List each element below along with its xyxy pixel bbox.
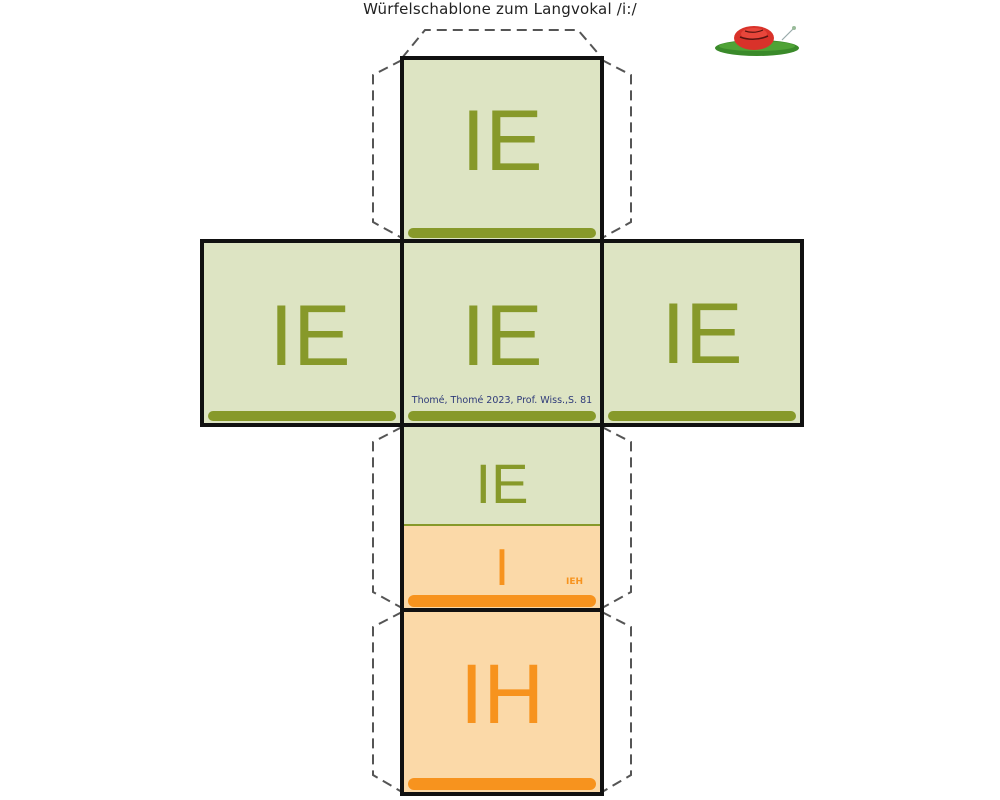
cube-face-bottom: IH — [400, 608, 604, 796]
face-bottom-underline — [408, 778, 596, 790]
face-lower-lower-label: I — [494, 539, 510, 597]
snail-icon — [715, 26, 799, 56]
cube-face-center: IE Thomé, Thomé 2023, Prof. Wiss.,S. 81 — [400, 239, 604, 427]
cube-face-top: IE — [400, 56, 604, 244]
face-lower-lower-half: I IEH — [404, 526, 600, 608]
credit-text: Thomé, Thomé 2023, Prof. Wiss.,S. 81 — [411, 395, 593, 406]
face-right-underline — [608, 411, 796, 421]
face-top-label: IE — [461, 93, 543, 189]
face-center-label: IE — [461, 288, 543, 384]
face-center-underline — [408, 411, 596, 421]
face-lower-upper-label: IE — [475, 452, 529, 515]
glue-tab-top-right — [601, 59, 632, 239]
cube-face-right: IE — [600, 239, 804, 427]
face-lower-divider — [404, 524, 600, 526]
cube-face-left: IE — [200, 239, 404, 427]
face-lower-small-label: IEH — [566, 577, 584, 587]
face-left-label: IE — [269, 288, 351, 384]
glue-tab-top-left — [372, 59, 403, 239]
face-bottom-label: IH — [460, 647, 544, 741]
glue-tab-bottom-right — [601, 611, 632, 793]
glue-tab-bottom-left — [372, 611, 403, 793]
face-right-label: IE — [661, 286, 743, 382]
face-lower-upper-half: IE — [404, 427, 600, 525]
face-lower-underline — [408, 595, 596, 607]
cube-face-lower: IE I IEH — [400, 423, 604, 612]
page-title: Würfelschablone zum Langvokal /i:/ — [363, 0, 637, 18]
glue-tab-top — [401, 29, 603, 59]
glue-tab-lower-right — [601, 426, 632, 609]
glue-tab-lower-left — [372, 426, 403, 609]
face-left-underline — [208, 411, 396, 421]
face-top-underline — [408, 228, 596, 238]
